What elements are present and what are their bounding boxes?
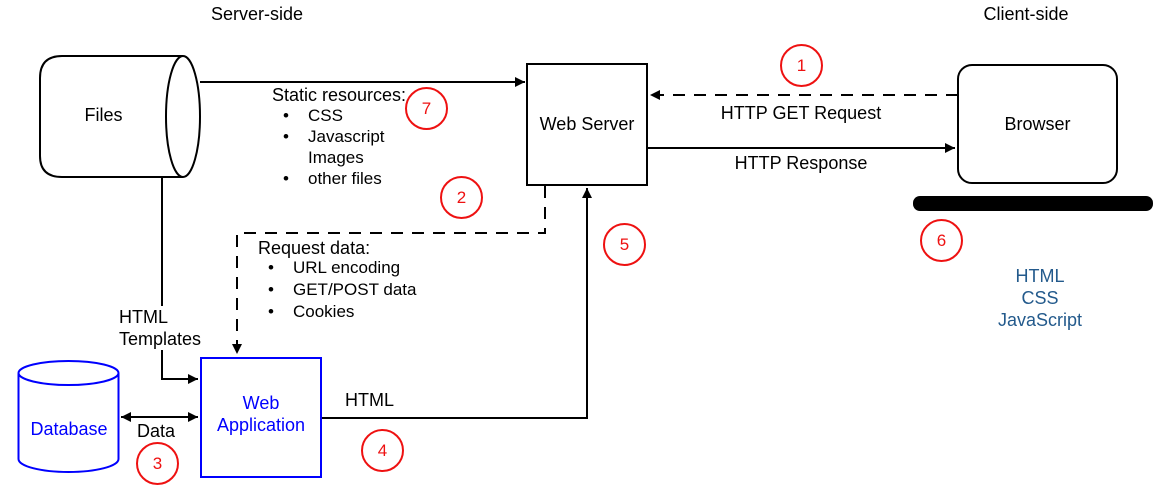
list-item: •other files (283, 169, 382, 188)
server-side-label: Server-side (210, 4, 304, 24)
web-server-box (526, 63, 648, 186)
annotation-circle-3: 3 (136, 442, 179, 485)
files-label: Files (84, 105, 123, 125)
bullet-icon: • (268, 280, 274, 299)
bullet-icon: • (268, 302, 274, 321)
bullet-icon: • (283, 106, 289, 125)
static-resources-title: Static resources: (272, 85, 407, 105)
request-data-title: Request data: (258, 238, 371, 258)
database-cylinder-cap (17, 360, 120, 386)
edge-html-templates-to-webapp (161, 177, 198, 384)
database-cylinder-body (17, 373, 120, 473)
bullet-icon: • (283, 127, 289, 146)
annotation-circle-2: 2 (440, 176, 483, 219)
browser-tech-html: HTML (1015, 266, 1065, 286)
static-resources-list: •CSS •Javascript Images •other files (283, 105, 385, 189)
annotation-circle-6: 6 (920, 219, 963, 262)
web-application-box (200, 357, 322, 478)
data-label: Data (136, 421, 176, 441)
request-data-list: •URL encoding •GET/POST data •Cookies (268, 257, 416, 323)
http-get-request-label: HTTP GET Request (720, 103, 882, 123)
list-item: •Javascript (283, 127, 385, 146)
annotation-circle-7: 7 (405, 87, 448, 130)
browser-tech-javascript: JavaScript (997, 310, 1083, 330)
browser-tech-css: CSS (1021, 288, 1059, 308)
browser-box (957, 64, 1118, 184)
list-item: Images (308, 148, 364, 167)
list-item: •GET/POST data (268, 280, 417, 299)
bullet-icon: • (268, 258, 274, 277)
client-side-label: Client-side (983, 4, 1069, 24)
files-cylinder-cap (165, 55, 201, 178)
bullet-icon: • (283, 169, 289, 188)
files-cylinder-body (39, 55, 183, 178)
annotation-circle-4: 4 (361, 429, 404, 472)
list-item: •Cookies (268, 302, 355, 321)
browser-tech-list: HTML CSS JavaScript (960, 265, 1120, 331)
web-server-label: Web Server (539, 114, 635, 134)
html-edge-label: HTML (345, 390, 394, 410)
annotation-circle-5: 5 (603, 223, 646, 266)
edge-webapp-html-to-webserver (321, 188, 592, 419)
html-templates-label: HTML Templates (119, 306, 209, 350)
web-application-label: Web Application (216, 393, 306, 435)
list-item: •URL encoding (268, 258, 401, 277)
annotation-circle-1: 1 (780, 44, 823, 87)
laptop-base (913, 196, 1153, 211)
list-item: •CSS (283, 106, 343, 125)
http-response-label: HTTP Response (734, 153, 868, 173)
browser-label: Browser (1004, 114, 1071, 134)
database-label: Database (30, 419, 108, 439)
edge-request-data-to-webapp (232, 186, 546, 354)
